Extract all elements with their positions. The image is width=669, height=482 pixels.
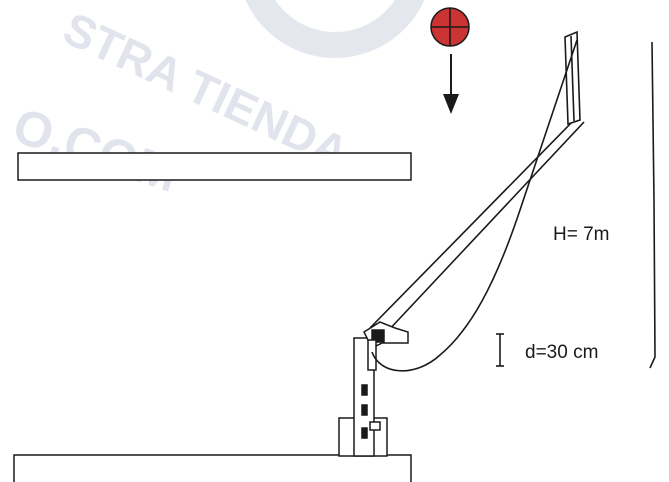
- height-dimension-line: [649, 41, 656, 369]
- lanyard-line: [371, 39, 578, 372]
- anchor-connector: [363, 321, 409, 371]
- watermark-text-2: O.COM: [7, 97, 185, 203]
- watermark-ring: [245, 0, 425, 58]
- height-label: H= 7m: [553, 224, 610, 245]
- diagonal-boom: [369, 115, 585, 334]
- drop-label: d=30 cm: [525, 342, 598, 363]
- top-post: [564, 30, 581, 126]
- upper-beam: [17, 152, 412, 181]
- ground-slab: [13, 454, 412, 482]
- arrow-down-icon: [443, 54, 459, 114]
- drop-dimension-bracket: [496, 333, 504, 367]
- red-circle-plus-icon: [430, 7, 470, 47]
- anchor-mast: [338, 337, 388, 457]
